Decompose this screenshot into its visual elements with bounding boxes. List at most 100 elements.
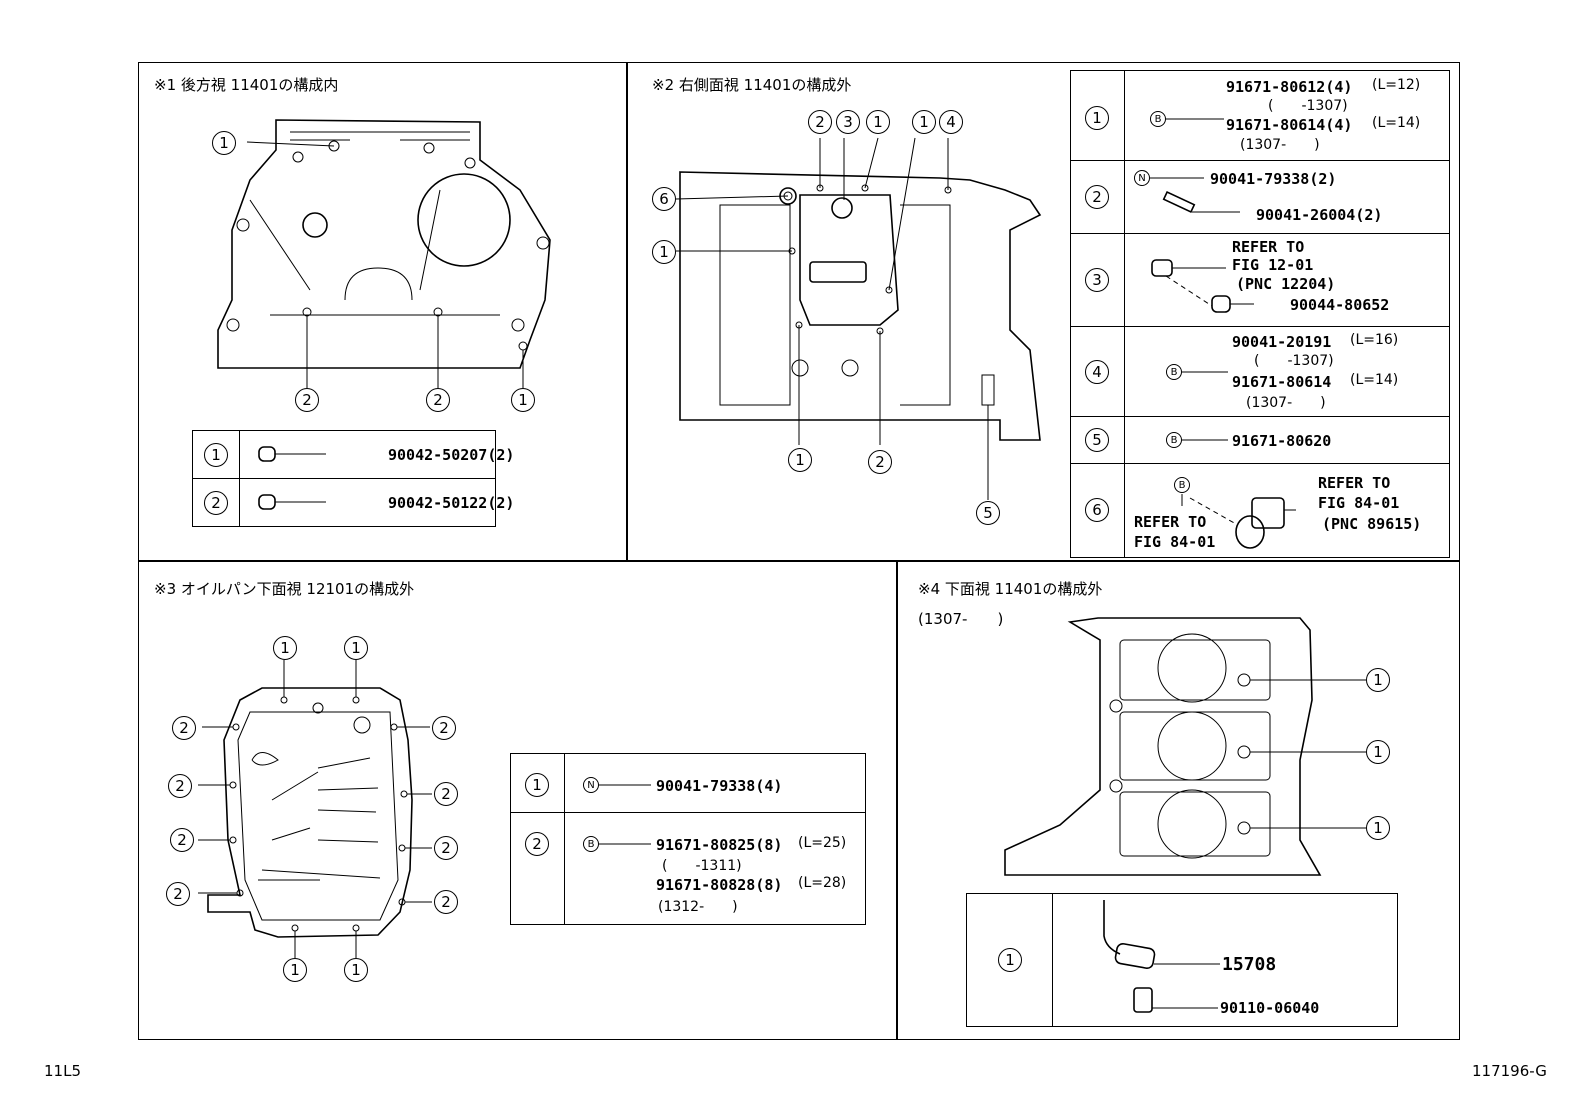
parts-table-rear: 1 90042-50207(2) 2 90042-50122(2) [192,430,514,527]
date-range: (1312- ) [658,899,738,915]
part-number[interactable]: 90041-79338(2) [1210,170,1337,188]
callout-5: 5 [976,501,1000,525]
panel-right-side-view [626,62,1460,562]
ref-3: 3 [1085,268,1109,292]
refer-note: REFER TO [1134,513,1207,531]
date-range: ( -1307) [1254,353,1334,369]
callout-2: 2 [432,716,456,740]
callout-1: 1 [283,958,307,982]
part-number[interactable]: 91671-80612(4) [1226,78,1353,96]
refer-note[interactable]: FIG 84-01 [1134,533,1216,551]
caption-rear-view: ※1 後方視 11401の構成内 [154,76,339,94]
date-range: (1307- ) [1246,395,1326,411]
callout-1: 1 [1366,740,1390,764]
callout-2: 2 [170,828,194,852]
part-number[interactable]: 90044-80652 [1290,296,1390,314]
callout-2: 2 [172,716,196,740]
callout-1: 1 [344,958,368,982]
date-range: ( -1311) [662,858,742,874]
ref-2: 2 [204,490,228,515]
table-divider [564,753,566,925]
leader-line [1182,371,1228,373]
callout-1: 1 [1366,816,1390,840]
nut-symbol-n: N [583,777,599,793]
parts-table-bottom [966,893,1398,1027]
part-number[interactable]: 90110-06040 [1220,999,1320,1017]
date-range: ( -1307) [1268,98,1348,114]
callout-1: 1 [1366,668,1390,692]
part-number[interactable]: 91671-80614 [1232,373,1332,391]
panel-rear-view [138,62,628,562]
refer-note: REFER TO [1232,238,1305,256]
part-number[interactable]: 15708 [1222,954,1277,975]
ref-2: 2 [1085,185,1109,209]
callout-1: 1 [912,110,936,134]
parts-table-oil-pan [510,753,866,925]
callout-1: 1 [788,448,812,472]
callout-2: 2 [295,388,319,412]
date-range: (1307- ) [1240,137,1320,153]
leader-line [1182,439,1228,441]
callout-1: 1 [866,110,890,134]
callout-2: 2 [168,774,192,798]
callout-4: 4 [939,110,963,134]
caption-bottom-view: ※4 下面視 11401の構成外 [918,580,1103,598]
table-divider [1070,416,1450,418]
nut-symbol-n: N [1134,170,1150,186]
table-divider [1070,160,1450,162]
bolt-symbol-b: B [1166,364,1182,380]
part-number[interactable]: 90042-50207(2) [388,446,515,464]
ref-4: 4 [1085,360,1109,384]
oil-jet-drawing [1103,900,1220,1013]
callout-6: 6 [652,187,676,211]
callout-2: 2 [434,890,458,914]
part-number[interactable]: 90041-26004(2) [1256,206,1383,224]
length-note: (L=16) [1350,332,1399,348]
knock-sensor-drawing [1181,494,1296,549]
ref-1: 1 [525,773,549,797]
panel-oil-pan-view [138,560,898,1040]
callout-2: 2 [166,882,190,906]
table-divider [1070,463,1450,465]
length-note: (L=25) [798,835,847,851]
footer-right-code: 117196-G [1472,1062,1547,1080]
leader-line [1166,118,1224,120]
parts-table-right-side [1070,70,1450,558]
refer-note: FIG 12-01 [1232,256,1314,274]
caption-oil-pan-view: ※3 オイルパン下面視 12101の構成外 [154,580,415,598]
length-note: (L=28) [798,875,847,891]
length-note: (L=12) [1372,77,1421,93]
callout-2: 2 [808,110,832,134]
leader-line [599,784,651,786]
callout-1: 1 [273,636,297,660]
callout-1: 1 [212,131,236,155]
part-number[interactable]: 91671-80828(8) [656,876,783,894]
table-divider [1070,233,1450,235]
refer-note: REFER TO [1318,474,1391,492]
refer-note[interactable]: FIG 84-01 [1318,494,1400,512]
table-divider [1052,893,1054,1027]
ref-1: 1 [204,442,228,467]
callout-1: 1 [652,240,676,264]
part-number[interactable]: 90042-50122(2) [388,494,515,512]
refer-note[interactable]: (PNC 12204) [1236,275,1336,293]
part-number[interactable]: 90041-20191 [1232,333,1332,351]
table-divider [1070,326,1450,328]
callout-2: 2 [426,388,450,412]
ref-6: 6 [1085,498,1109,522]
part-number[interactable]: 90041-79338(4) [656,777,783,795]
stud-drawing [1150,177,1240,214]
footer-left-code: 11L5 [44,1062,81,1080]
part-number[interactable]: 91671-80620 [1232,432,1332,450]
part-number[interactable]: 91671-80614(4) [1226,116,1353,134]
ref-2: 2 [525,832,549,856]
table-divider [510,812,866,814]
bolt-symbol-b: B [583,836,599,852]
callout-2: 2 [868,450,892,474]
callout-1: 1 [511,388,535,412]
part-number[interactable]: 91671-80825(8) [656,836,783,854]
caption-bottom-view-date: (1307- ) [918,610,1004,628]
